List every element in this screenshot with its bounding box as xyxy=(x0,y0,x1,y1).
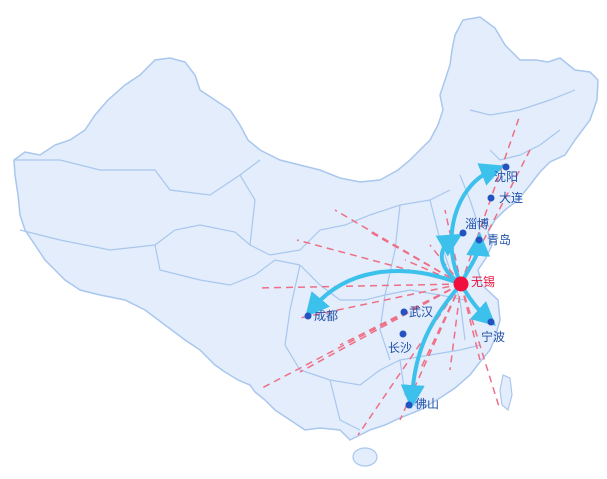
city-label-ningbo: 宁波 xyxy=(481,330,506,344)
city-label-changsha: 长沙 xyxy=(388,341,413,355)
taiwan-landmass xyxy=(499,374,513,412)
city-dot-qingdao[interactable] xyxy=(475,236,483,244)
city-dot-chengdu[interactable] xyxy=(304,312,312,320)
city-label-zibo: 淄博 xyxy=(465,217,490,231)
city-dot-shenyang[interactable] xyxy=(502,163,510,171)
city-label-chengdu: 成都 xyxy=(314,309,339,323)
city-label-shenyang: 沈阳 xyxy=(494,170,519,184)
city-dot-changsha[interactable] xyxy=(399,330,407,338)
city-dots xyxy=(304,163,510,409)
hainan-landmass xyxy=(352,447,378,467)
city-dot-zibo[interactable] xyxy=(459,229,467,237)
city-label-wuhan: 武汉 xyxy=(409,305,434,319)
city-label-qingdao: 青岛 xyxy=(487,233,512,247)
hub-dot-wuxi[interactable] xyxy=(453,276,469,292)
city-label-dalian: 大连 xyxy=(499,191,524,205)
city-label-foshan: 佛山 xyxy=(415,397,440,411)
hub-label-wuxi: 无锡 xyxy=(471,275,496,289)
city-dot-foshan[interactable] xyxy=(405,401,413,409)
city-dot-wuhan[interactable] xyxy=(400,308,408,316)
city-dot-ningbo[interactable] xyxy=(487,318,495,326)
city-dot-dalian[interactable] xyxy=(487,194,495,202)
china-landmass xyxy=(13,16,599,441)
province-borders xyxy=(15,89,576,431)
